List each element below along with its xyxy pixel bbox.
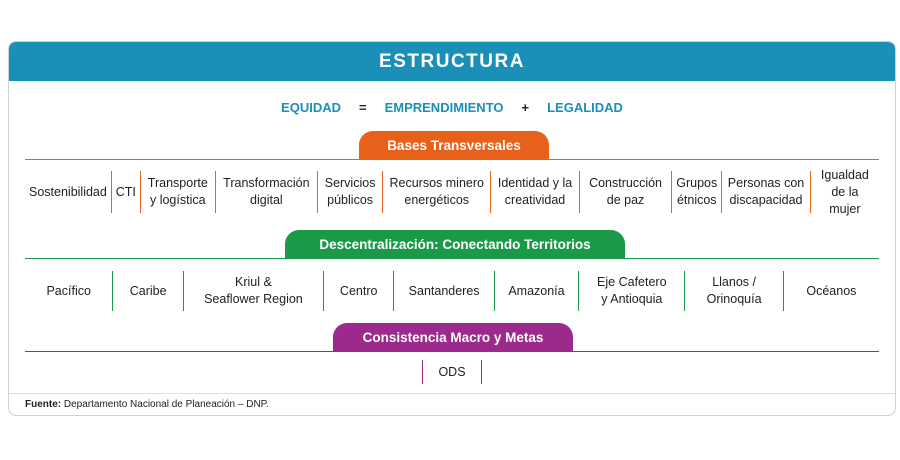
section-item: Caribe [129,283,167,298]
source-text: Departamento Nacional de Planeación – DN… [63,399,269,410]
section-label: Consistencia Macro y Metas [362,329,544,345]
section-items-descentralizacion: Pacífico Caribe Kriul &Seaflower Region Cen… [25,271,879,311]
item-separator [481,360,482,384]
section-tab-descentralizacion: Descentralización: Conectando Territorio… [285,230,625,258]
source-note: Fuente: Departamento Nacional de Planeac… [25,399,269,410]
item-separator [182,271,184,311]
formula-term-emprendimiento: EMPRENDIMIENTO [384,99,504,115]
section-item: Sostenibilidad [29,184,107,199]
section-items-consistencia: ODS [25,360,879,384]
item-separator [214,171,216,213]
section-line-descentralizacion [25,258,879,259]
item-separator [782,271,784,311]
item-separator [490,171,492,213]
section-item: Amazonía [508,283,565,298]
section-item: CTI [115,184,136,199]
section-item: Kriul &Seaflower Region [204,275,303,306]
section-item: Centro [339,283,378,298]
section-line-consistencia [25,351,879,352]
formula-term-legalidad: LEGALIDAD [547,99,623,115]
section-item: ODS [438,364,466,379]
item-separator [393,271,395,311]
item-separator [322,271,324,311]
section-tab-bases: Bases Transversales [359,131,549,159]
section-label: Descentralización: Conectando Territorio… [319,236,591,252]
item-separator [139,171,141,213]
item-separator [493,271,495,311]
section-item: Pacífico [46,283,91,298]
item-separator [578,271,580,311]
section-tab-consistencia: Consistencia Macro y Metas [333,323,573,351]
page-title: ESTRUCTURA [9,42,895,81]
section-item: Llanos /Orinoquía [706,275,762,306]
item-separator [809,171,811,213]
item-separator [110,171,112,213]
section-item: Océanos [806,283,857,298]
item-separator [578,171,580,213]
item-separator [422,360,423,384]
item-separator [112,271,114,311]
item-separator [382,171,384,213]
section-item: Santanderes [408,283,480,298]
formula-term-equidad: EQUIDAD [281,99,341,115]
formula: EQUIDAD = EMPRENDIMIENTO + LEGALIDAD [9,97,895,117]
source-label: Fuente: [25,399,62,410]
structure-card: ESTRUCTURA EQUIDAD = EMPRENDIMIENTO + LE… [8,41,896,416]
section-line-bases [25,159,879,160]
item-separator [721,171,723,213]
section-label: Bases Transversales [387,137,521,153]
formula-operator-equals: = [358,99,367,115]
formula-operator-plus: + [521,99,530,115]
item-separator [684,271,686,311]
footer-divider [9,393,895,394]
item-separator [671,171,673,213]
item-separator [316,171,318,213]
